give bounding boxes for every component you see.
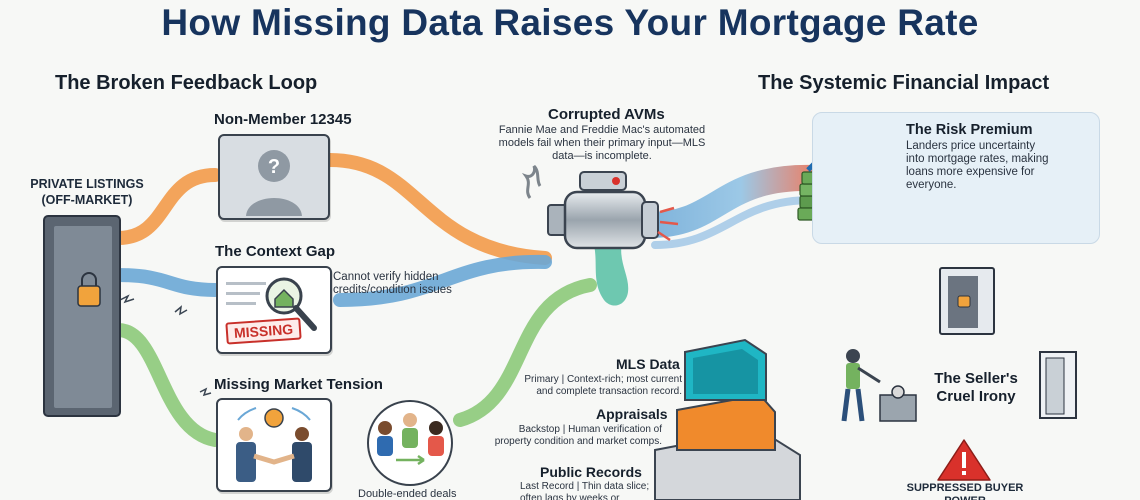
layer-title-public-records: Public Records xyxy=(540,464,642,480)
magnifier-house-icon xyxy=(226,277,317,331)
avm-desc: Fannie Mae and Freddie Mac's automated m… xyxy=(498,124,706,162)
crack-marks xyxy=(119,294,212,397)
layer-desc-appraisals: Backstop | Human verification of propert… xyxy=(494,424,662,447)
handshake-card xyxy=(216,398,332,492)
anonymous-person-icon: ? xyxy=(246,150,302,216)
double-ended-caption: Double-ended deals xyxy=(358,488,457,500)
page-title: How Missing Data Raises Your Mortgage Ra… xyxy=(161,2,979,43)
non-member-label: Non-Member 12345 xyxy=(214,111,352,128)
private-listings-label: PRIVATE LISTINGS (OFF-MARKET) xyxy=(30,177,144,207)
green-flow xyxy=(111,278,597,447)
market-tension-title: Missing Market Tension xyxy=(214,376,383,393)
svg-text:?: ? xyxy=(268,156,280,178)
locked-door-icon xyxy=(43,215,121,417)
layer-title-mls: MLS Data xyxy=(616,356,680,372)
layer-desc-public-records: Last Record | Thin data slice; often lag… xyxy=(520,481,650,500)
section-title-left: The Broken Feedback Loop xyxy=(55,72,318,94)
anonymous-profile-card: ? xyxy=(218,134,330,220)
orange-flow xyxy=(111,153,552,265)
sellers-irony-title: The Seller's Cruel Irony xyxy=(934,370,1018,405)
team-meeting-icon xyxy=(367,400,453,486)
data-spill xyxy=(592,238,629,306)
context-gap-title: The Context Gap xyxy=(215,243,336,260)
context-gap-desc: Cannot verify hidden credits/condition i… xyxy=(333,271,452,296)
risk-premium-card xyxy=(812,112,1100,244)
blue-flow xyxy=(111,254,552,307)
layer-desc-mls: Primary | Context-rich; most current and… xyxy=(524,374,682,397)
avm-machine-icon xyxy=(521,164,679,250)
exit-door-icon xyxy=(1039,351,1077,419)
suppressed-buyer-power-label: SUPPRESSED BUYER POWER xyxy=(906,482,1024,500)
section-title-right: The Systemic Financial Impact xyxy=(758,72,1050,94)
handshake-icon xyxy=(236,407,312,482)
closed-door-icon xyxy=(939,267,995,335)
risk-premium-desc: Landers price uncertainty into mortgage … xyxy=(906,140,1049,191)
context-gap-card: MISSING xyxy=(216,266,332,354)
seller-figure-icon xyxy=(841,349,917,422)
risk-premium-title: The Risk Premium xyxy=(906,122,1033,138)
avm-title: Corrupted AVMs xyxy=(548,106,665,123)
data-stack xyxy=(654,338,801,500)
warning-icon xyxy=(937,439,991,481)
layer-title-appraisals: Appraisals xyxy=(596,406,668,422)
